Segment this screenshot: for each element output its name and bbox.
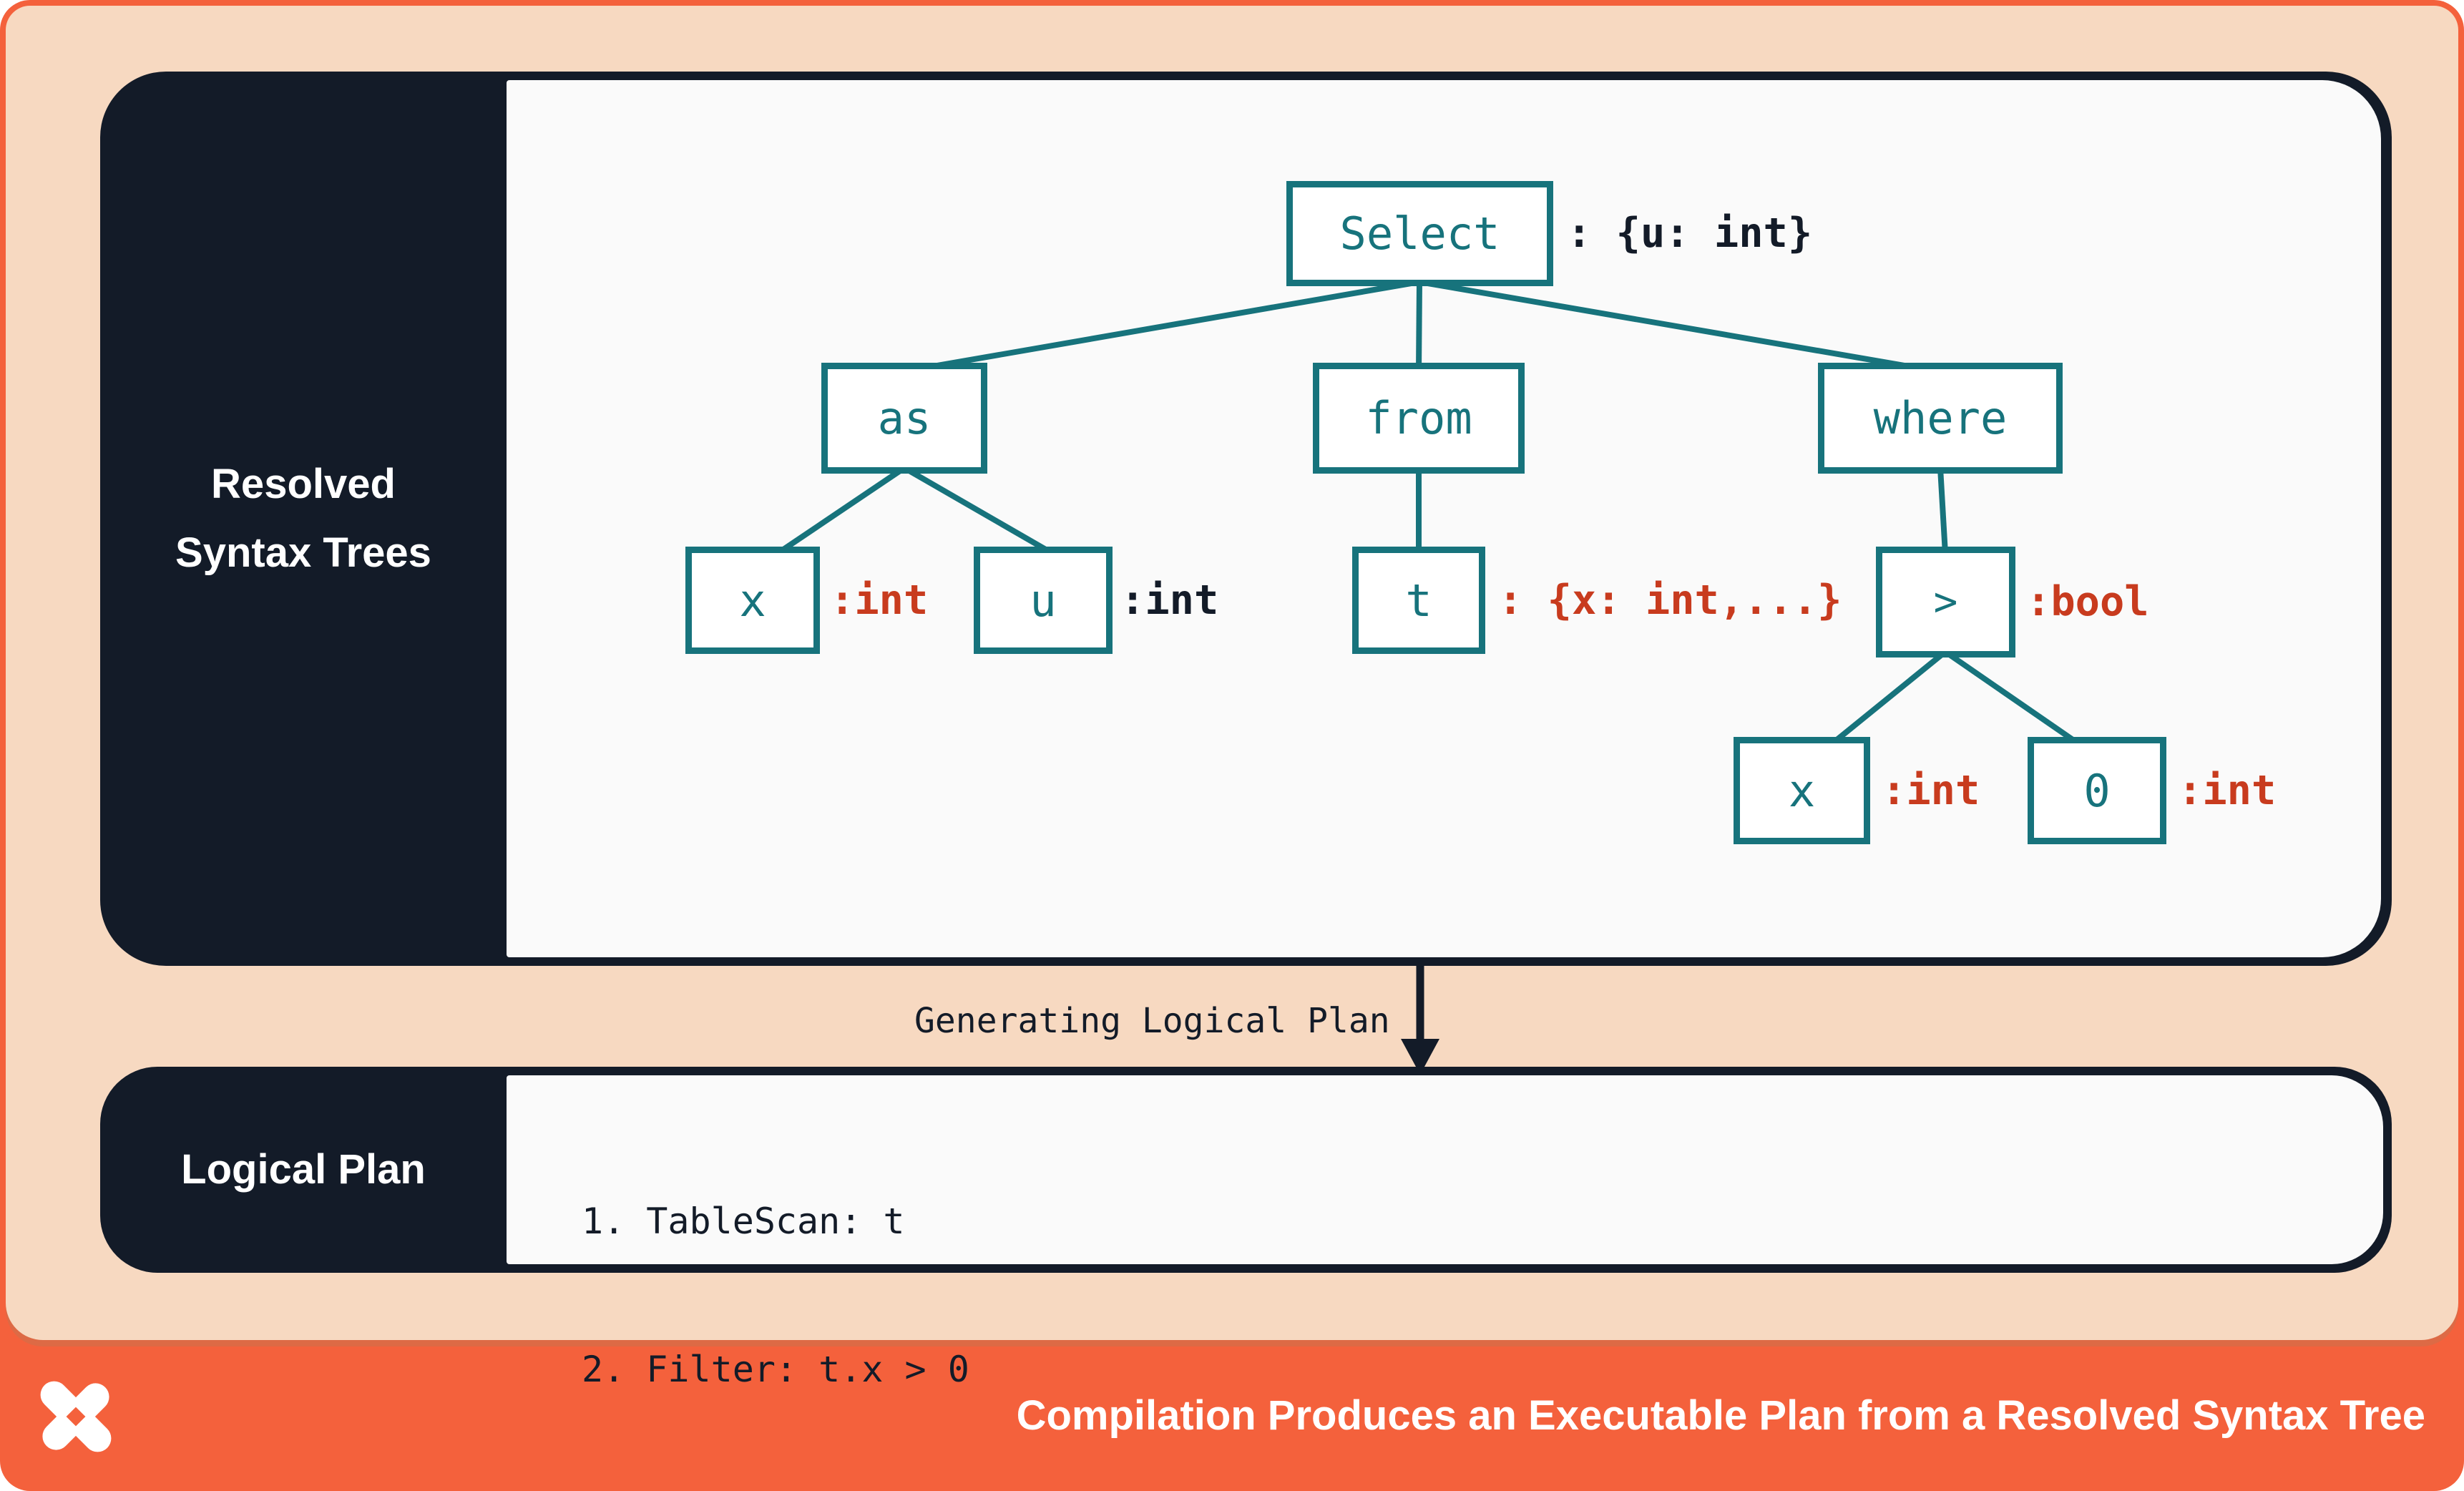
resolved-syntax-trees-panel: Resolved Syntax Trees Select : { bbox=[100, 72, 2392, 966]
tree-node-from: from bbox=[1313, 363, 1525, 474]
tree-node-greater-than: > bbox=[1876, 547, 2015, 657]
tree-node-select: Select bbox=[1286, 181, 1553, 286]
logical-plan-steps: 1. TableScan: t 2. Filter: t.x > 0 3. Pr… bbox=[582, 1098, 1077, 1491]
footer-title: Compilation Produces an Executable Plan … bbox=[1016, 1392, 2425, 1439]
type-annotation-x-alias: :int bbox=[830, 577, 929, 624]
plan-step: 2. Filter: t.x > 0 bbox=[582, 1349, 969, 1390]
type-annotation-zero: :int bbox=[2178, 767, 2277, 814]
tree-node-where: where bbox=[1818, 363, 2063, 474]
panel-label-line: Resolved bbox=[211, 461, 396, 507]
type-annotation-t: : {x: int,...} bbox=[1498, 577, 1842, 624]
tree-node-zero: 0 bbox=[2028, 737, 2166, 844]
panel-label-line: Logical Plan bbox=[181, 1146, 426, 1193]
syntax-tree-area: Select : {u: int} as from where x :int u… bbox=[507, 80, 2381, 957]
transition-label: Generating Logical Plan bbox=[914, 1001, 1390, 1041]
down-arrow-icon bbox=[1401, 966, 1439, 1075]
panel-label-resolved-syntax-trees: Resolved Syntax Trees bbox=[100, 72, 507, 966]
logical-plan-area: 1. TableScan: t 2. Filter: t.x > 0 3. Pr… bbox=[507, 1075, 2383, 1390]
type-annotation-greater-than: :bool bbox=[2026, 578, 2149, 625]
plan-step: 1. TableScan: t bbox=[582, 1201, 905, 1242]
x-star-logo-icon bbox=[40, 1381, 112, 1452]
tree-node-as: as bbox=[821, 363, 987, 474]
panel-label-line: Syntax Trees bbox=[175, 529, 431, 576]
tree-edges bbox=[775, 279, 2081, 747]
type-annotation-select: : {u: int} bbox=[1567, 210, 1813, 257]
tree-node-t: t bbox=[1352, 547, 1485, 654]
panel-label-logical-plan: Logical Plan bbox=[100, 1067, 507, 1273]
type-annotation-x-operand: :int bbox=[1882, 767, 1980, 814]
tree-node-x-operand: x bbox=[1734, 737, 1870, 844]
logical-plan-panel: Logical Plan 1. TableScan: t 2. Filter: … bbox=[100, 1067, 2392, 1390]
tree-node-u-alias: u bbox=[974, 547, 1113, 654]
footer-bar: Compilation Produces an Executable Plan … bbox=[0, 1340, 2464, 1491]
type-annotation-u-alias: :int bbox=[1120, 577, 1219, 624]
tree-node-x-alias: x bbox=[685, 547, 820, 654]
